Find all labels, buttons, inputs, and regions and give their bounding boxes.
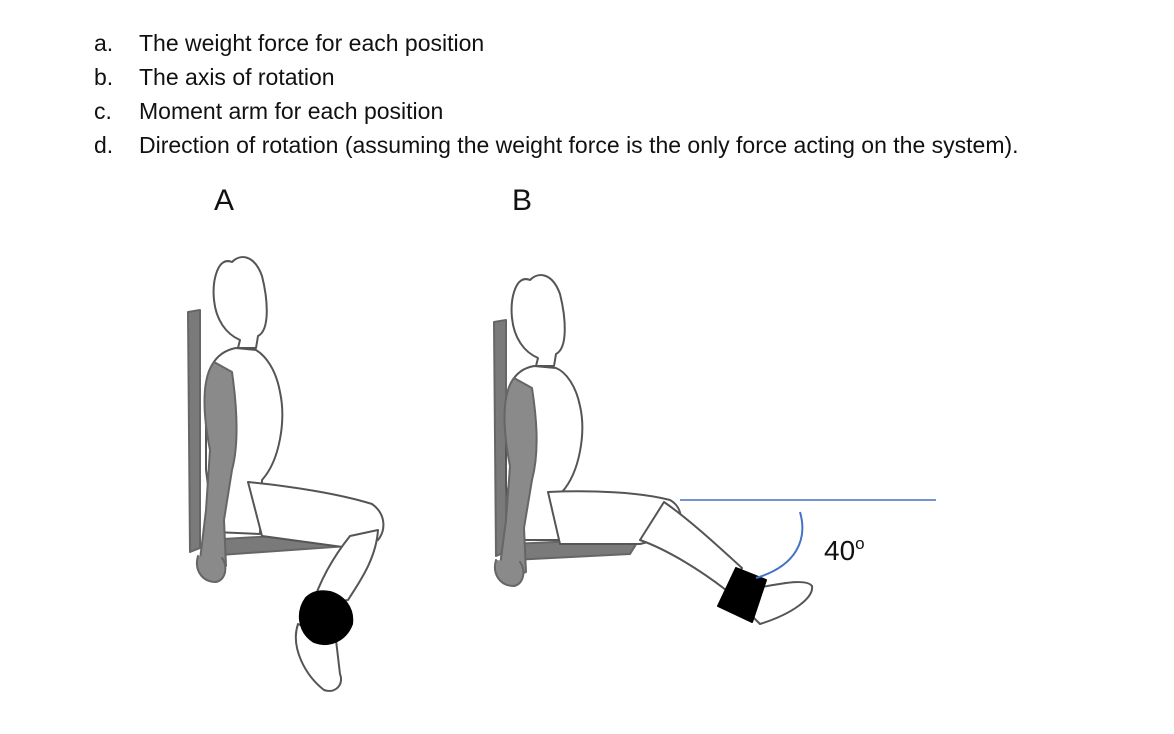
question-text: Moment arm for each position <box>139 98 444 124</box>
angle-value: 40 <box>824 535 856 566</box>
figure-a <box>187 256 385 692</box>
question-letter: c. <box>94 98 112 124</box>
question-text: Direction of rotation (assuming the weig… <box>139 132 1019 158</box>
chair-back-a <box>187 309 201 553</box>
ankle-weight-a <box>298 590 354 645</box>
shin-a <box>311 529 379 607</box>
angle-label: 40o <box>824 528 865 567</box>
head-a <box>212 256 268 349</box>
shin-b <box>639 501 743 591</box>
angle-arc <box>755 511 804 579</box>
question-c: c. Moment arm for each position <box>94 94 1019 128</box>
figure-b-label: B <box>512 184 533 217</box>
question-list: a. The weight force for each position b.… <box>94 26 1019 162</box>
chair-back-b <box>493 319 507 557</box>
question-a: a. The weight force for each position <box>94 26 1019 60</box>
figure-a-label: A <box>214 184 235 217</box>
question-b: b. The axis of rotation <box>94 60 1019 94</box>
question-d: d. Direction of rotation (assuming the w… <box>94 128 1019 162</box>
hand-b <box>494 559 525 587</box>
head-b <box>510 274 566 367</box>
hand-a <box>196 555 227 583</box>
question-text: The weight force for each position <box>139 30 485 56</box>
question-letter: d. <box>94 132 114 158</box>
foot-b <box>747 581 814 625</box>
question-letter: a. <box>94 30 114 56</box>
ankle-weight-b <box>717 567 767 623</box>
question-letter: b. <box>94 64 114 90</box>
angle-unit: o <box>855 534 865 553</box>
figure-b <box>493 274 814 625</box>
question-text: The axis of rotation <box>139 64 335 90</box>
thigh-a <box>247 481 385 549</box>
